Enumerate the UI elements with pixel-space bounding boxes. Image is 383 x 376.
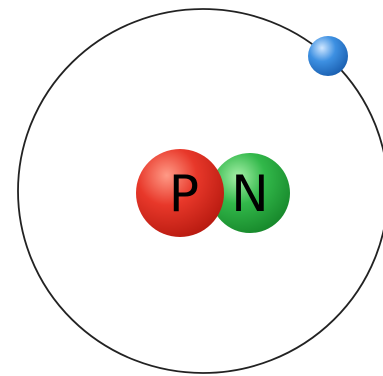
- proton-label: P: [169, 165, 199, 223]
- proton: P: [136, 149, 224, 237]
- neutron-label: N: [231, 165, 268, 223]
- electron-icon: [308, 36, 348, 76]
